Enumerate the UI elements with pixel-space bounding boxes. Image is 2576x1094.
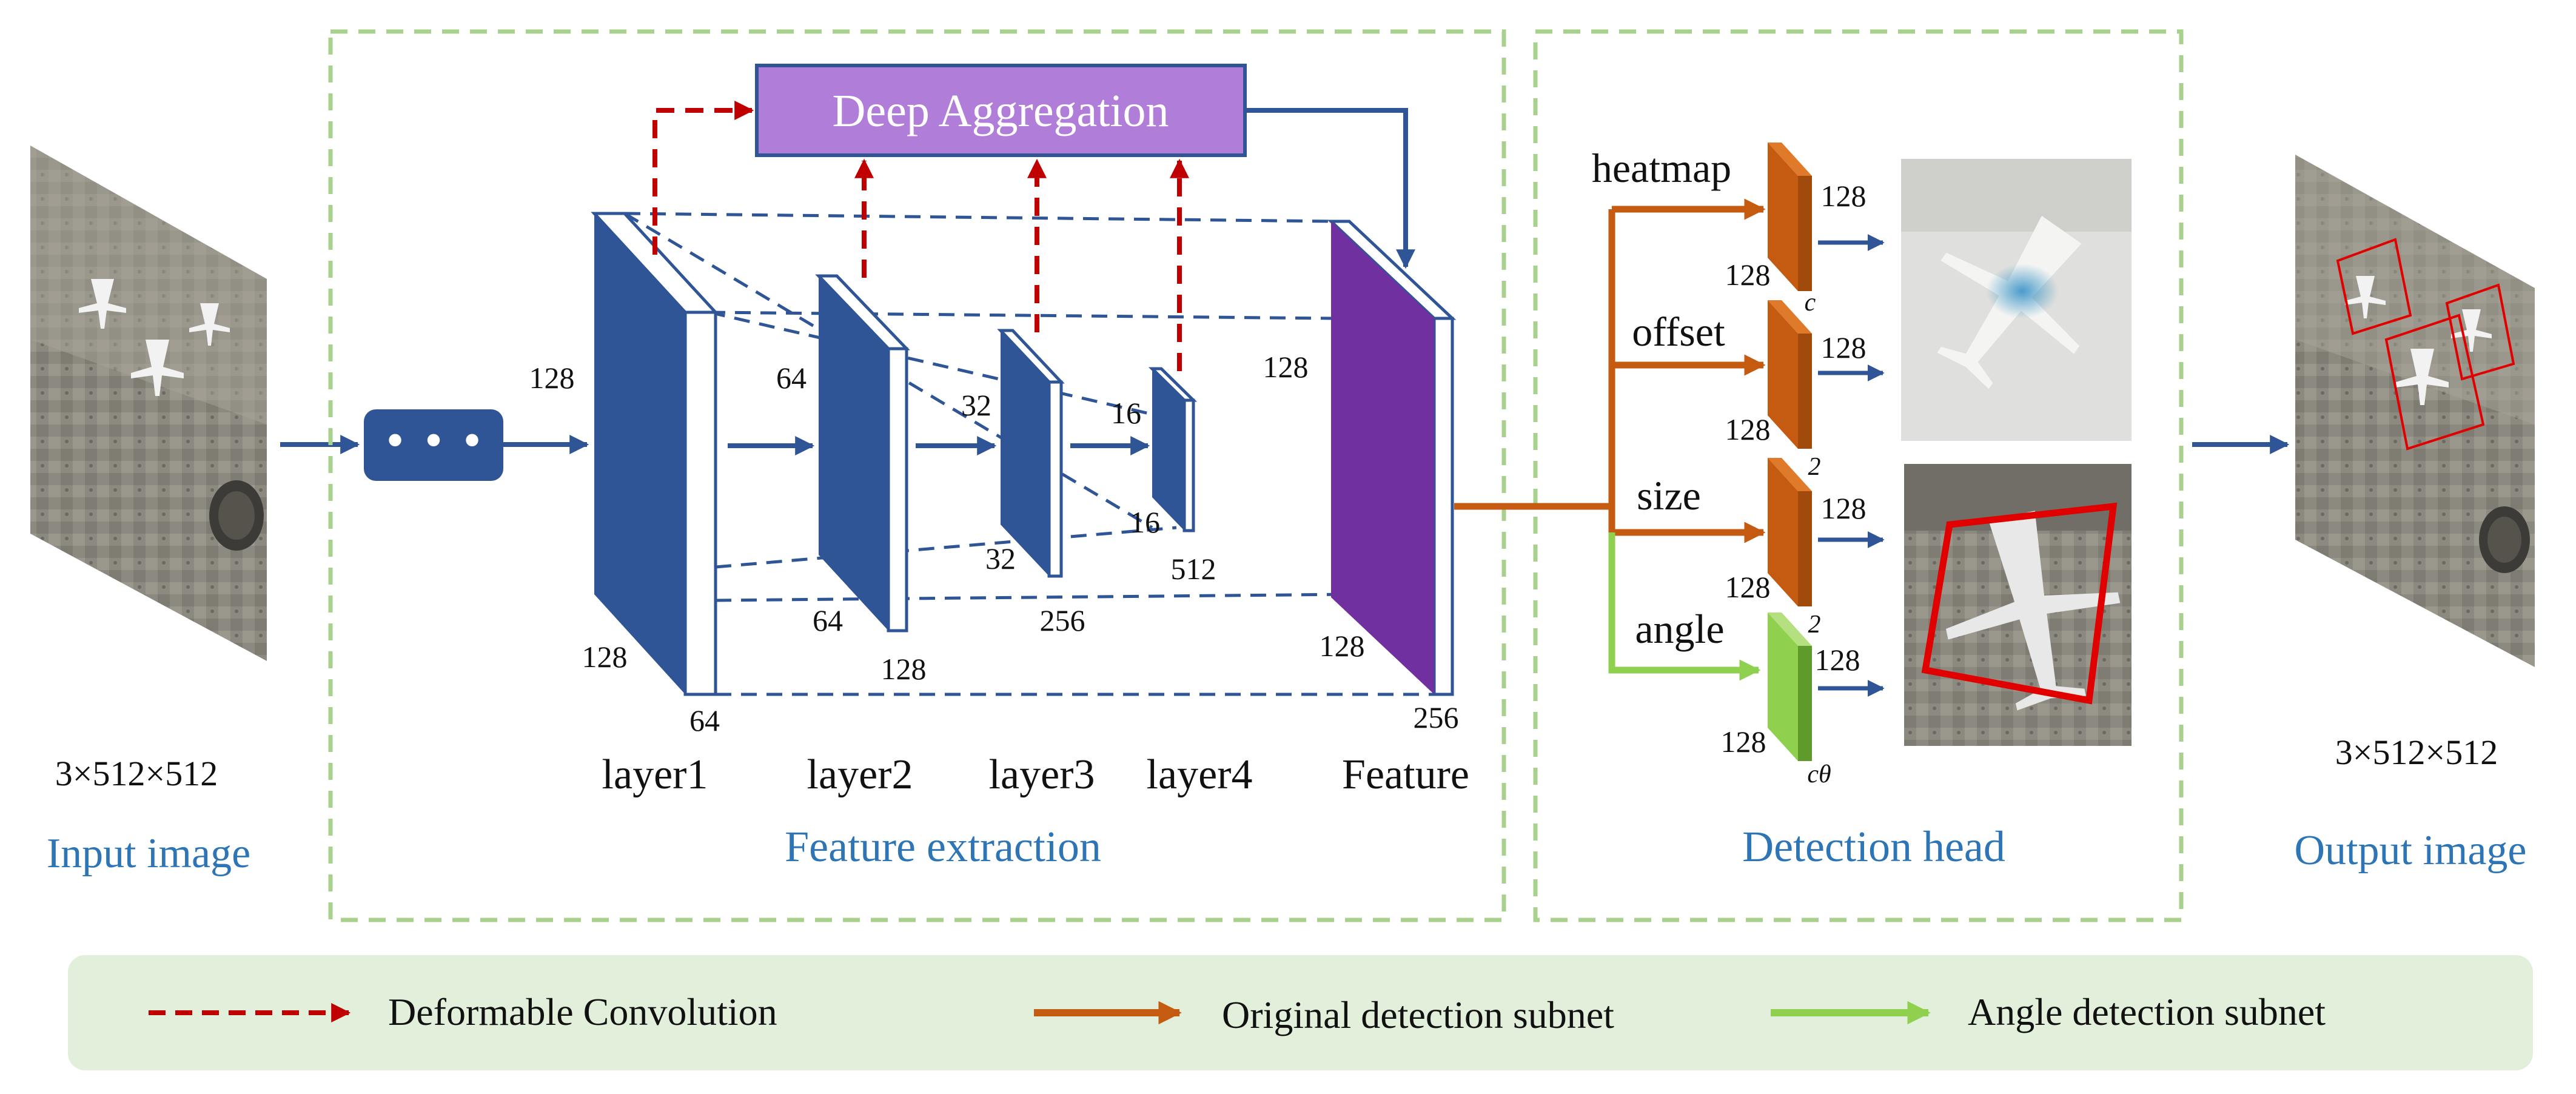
- feature-extraction-title: Feature extraction: [785, 822, 1101, 871]
- offset-size-bottom: 128: [1725, 412, 1771, 446]
- ellipsis-dots: • • •: [383, 417, 485, 466]
- feature-name: Feature: [1342, 751, 1469, 798]
- rotated-bounding-box: [1921, 502, 2118, 705]
- output-bounding-boxes: [2336, 238, 2515, 451]
- output-image-title: Output image: [2295, 827, 2527, 874]
- angle-map: [1768, 612, 1812, 761]
- layer3-block: [997, 329, 1065, 578]
- layer2-height-label: 64: [776, 361, 807, 395]
- feature-channels-label: 256: [1414, 700, 1459, 734]
- input-dims-label: 3×512×512: [55, 754, 218, 793]
- layer4-channels-label: 512: [1171, 552, 1216, 586]
- layer2-depth-label: 64: [813, 603, 843, 637]
- layer2-name: layer2: [807, 751, 913, 798]
- angle-size-bottom: 128: [1721, 725, 1766, 759]
- heatmap-size-top: 128: [1821, 179, 1867, 213]
- ellipsis-block: [364, 409, 503, 481]
- layer1-channels-label: 64: [689, 703, 720, 737]
- map-output-arrows: [1818, 234, 1885, 697]
- heatmap-map: [1768, 143, 1812, 291]
- heatmap-size-bottom: 128: [1725, 258, 1771, 292]
- layer3-name: layer3: [989, 751, 1095, 798]
- branch-size-label: size: [1637, 472, 1701, 518]
- box-visualization-image: [1904, 464, 2132, 746]
- layer4-height-label: 16: [1111, 396, 1141, 430]
- aggregation-to-feature-arrow: [1245, 108, 1415, 269]
- layer1-name: layer1: [602, 751, 708, 798]
- angle-subnet-line: [1608, 532, 1761, 681]
- output-image: [2295, 155, 2535, 667]
- layer1-depth-label: 128: [582, 640, 628, 674]
- deep-aggregation-label: Deep Aggregation: [832, 86, 1169, 136]
- size-map: [1768, 458, 1812, 606]
- branch-offset-label: offset: [1632, 309, 1725, 355]
- size-size-top: 128: [1821, 491, 1867, 525]
- heatmap-channels-label: c: [1805, 289, 1816, 317]
- projection-lines: [623, 212, 1449, 696]
- feature-block: [1327, 220, 1457, 696]
- layer1-block: [591, 212, 719, 696]
- detection-head-section: [1533, 29, 2184, 922]
- layer3-depth-label: 32: [985, 542, 1016, 576]
- layer4-name: layer4: [1147, 751, 1253, 798]
- angle-channels-label: cθ: [1807, 760, 1831, 788]
- detection-head-title: Detection head: [1742, 822, 2005, 871]
- branch-heatmap-label: heatmap: [1592, 145, 1731, 191]
- layer3-height-label: 32: [961, 388, 991, 422]
- branch-angle-label: angle: [1635, 606, 1724, 652]
- size-channels-label: 2: [1808, 611, 1821, 639]
- input-image: [30, 146, 267, 661]
- deep-aggregation-box: [755, 64, 1247, 157]
- layer4-depth-label: 16: [1130, 505, 1160, 539]
- offset-channels-label: 2: [1808, 453, 1821, 481]
- layer4-block: [1148, 367, 1198, 532]
- legend-original-label: Original detection subnet: [1222, 993, 1614, 1036]
- layer2-channels-label: 128: [881, 652, 927, 686]
- legend-deformable-label: Deformable Convolution: [388, 990, 777, 1033]
- input-image-title: Input image: [47, 830, 250, 877]
- heatmap-visualization-image: [1901, 159, 2132, 441]
- angle-size-top: 128: [1815, 643, 1860, 677]
- deformable-conv-arrows: [652, 101, 1189, 371]
- original-subnet-lines: [1454, 198, 1766, 543]
- legend-panel: [68, 955, 2533, 1070]
- offset-map: [1768, 300, 1812, 449]
- legend-angle-label: Angle detection subnet: [1968, 990, 2326, 1033]
- layer3-channels-label: 256: [1040, 603, 1085, 637]
- size-size-bottom: 128: [1725, 570, 1771, 604]
- feature-extraction-section: [328, 29, 1506, 922]
- layer2-block: [815, 274, 910, 633]
- feature-depth-label: 128: [1320, 629, 1365, 663]
- layer1-height-label: 128: [529, 361, 575, 395]
- offset-size-top: 128: [1821, 331, 1867, 364]
- feature-height-label: 128: [1263, 350, 1309, 384]
- output-dims-label: 3×512×512: [2335, 733, 2498, 772]
